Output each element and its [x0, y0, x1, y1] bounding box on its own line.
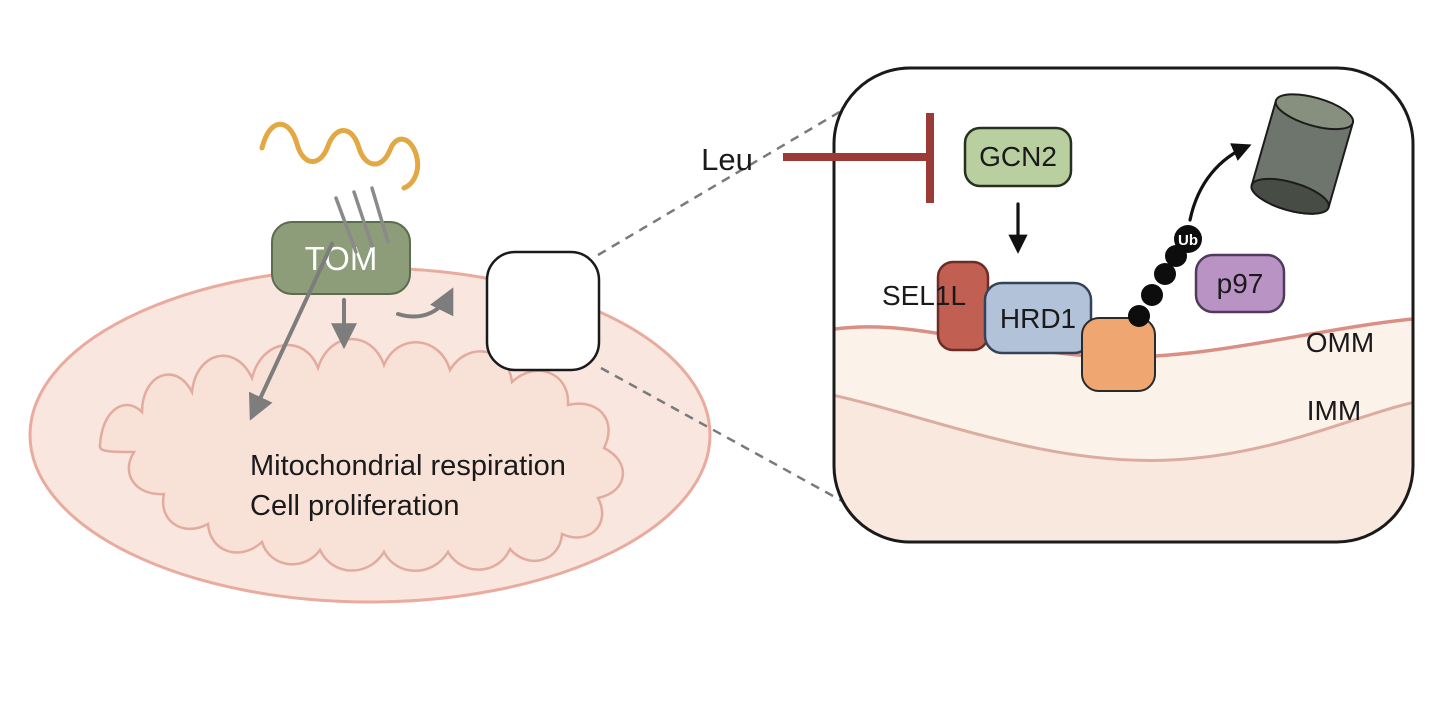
- tom-label: TOM: [305, 240, 378, 277]
- proteasome-icon: [1250, 93, 1355, 215]
- leu-inhibition: Leu: [701, 113, 934, 203]
- gcn2-box: [963, 126, 1073, 188]
- import-strand: [370, 186, 390, 244]
- tom-complex: TOM: [271, 221, 411, 295]
- caption-line-1: Mitochondrial respiration: [250, 450, 566, 482]
- hrd1-label: HRD1: [1000, 303, 1076, 334]
- zoom-connectors: [597, 86, 883, 525]
- omm-label: OMM: [1306, 327, 1374, 358]
- zoom-box: [485, 250, 601, 372]
- respiration-caption: Mitochondrial respiration Cell prolifera…: [250, 450, 566, 522]
- mitochondrion-cristae: [98, 337, 624, 572]
- degradation-arrow: [1188, 143, 1252, 222]
- caption-line-2: Cell proliferation: [250, 490, 460, 522]
- inset-panel: SEL1L HRD1 Ub p97 GCN2 OMM IMM: [832, 66, 1415, 544]
- tom-box: [271, 221, 411, 295]
- proteasome-top-rim: [1274, 93, 1355, 131]
- import-arrows: [248, 242, 454, 421]
- proteasome-bottom-rim: [1250, 177, 1330, 215]
- ub-top-bead: [1174, 225, 1202, 253]
- inset-border: [832, 66, 1415, 544]
- ub-label: Ub: [1178, 232, 1198, 249]
- p97-box: [1194, 253, 1286, 314]
- ubiquitin-bead: [1128, 305, 1150, 327]
- ubiquitin-bead: [1141, 284, 1163, 306]
- import-arrow-long: [248, 242, 334, 421]
- substrate-box: [1081, 317, 1156, 392]
- sel1l-label: SEL1L: [882, 280, 966, 311]
- ubiquitin-bead: [1154, 263, 1176, 285]
- imm-region: [834, 392, 1413, 542]
- retro-translocation-arrow: [396, 287, 454, 319]
- dashed-connector-top: [597, 86, 881, 257]
- imm-line: [834, 390, 1413, 462]
- mitochondrion: [28, 266, 712, 604]
- imm-label: IMM: [1307, 395, 1361, 426]
- leu-label: Leu: [701, 142, 753, 177]
- dashed-connector-bottom: [600, 366, 883, 525]
- import-strands: [334, 186, 390, 254]
- ubiquitin-chain: Ub: [1128, 225, 1202, 327]
- import-strand: [334, 196, 358, 254]
- inset-membranes: [834, 316, 1413, 542]
- nascent-protein-squiggle: [259, 121, 421, 191]
- hrd1-box: [983, 281, 1093, 355]
- import-strand: [352, 190, 374, 248]
- p97-label: p97: [1217, 268, 1264, 299]
- gcn2-label: GCN2: [979, 141, 1057, 172]
